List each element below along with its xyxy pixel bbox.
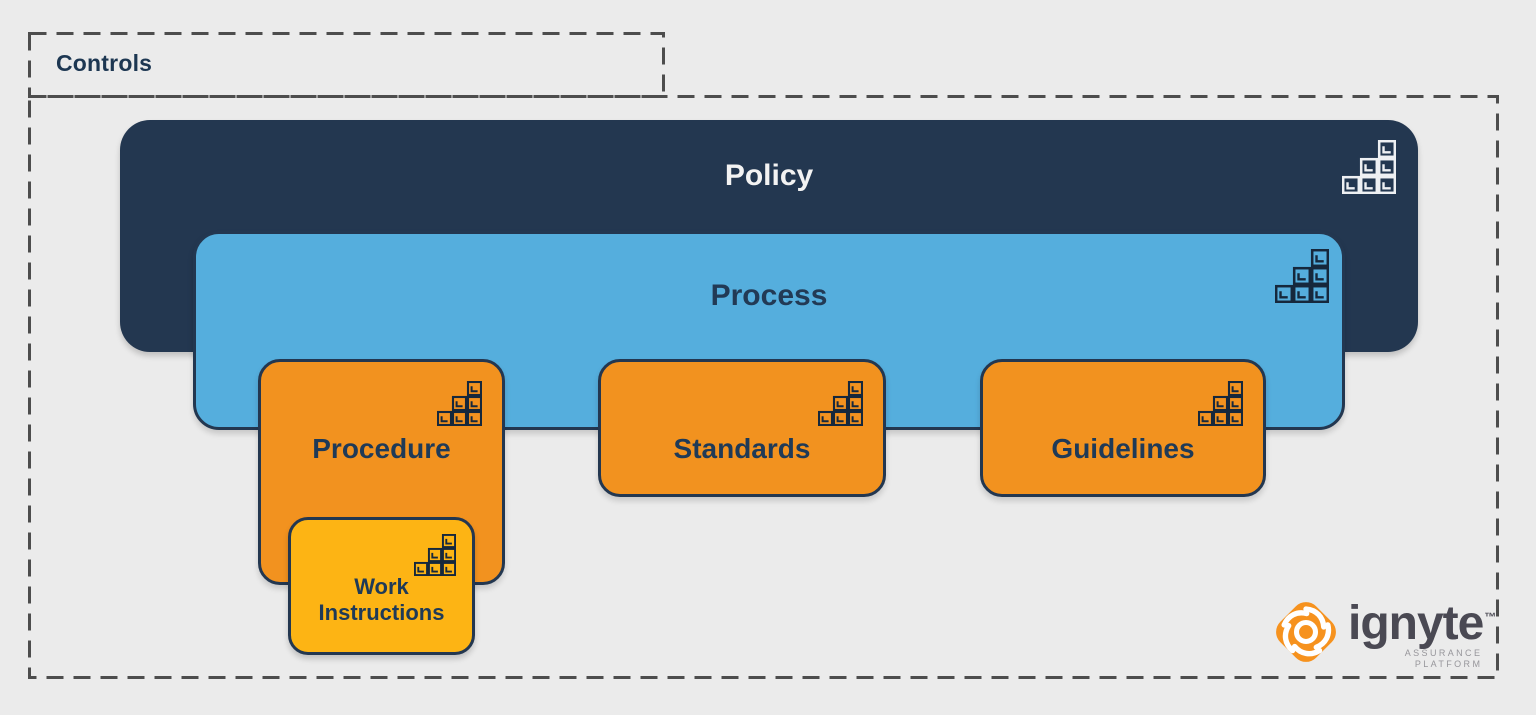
trademark-symbol: ™: [1484, 610, 1497, 624]
ignyte-pinwheel-icon: [1276, 602, 1336, 662]
stacked-blocks-icon: [437, 381, 482, 426]
process-label: Process: [710, 279, 828, 312]
stacked-blocks-icon: [1275, 249, 1329, 303]
ignyte-wordmark-group: ignyte™ ASSURANCE PLATFORM: [1348, 594, 1496, 670]
policy-label: Policy: [724, 159, 814, 192]
ignyte-logo: ignyte™ ASSURANCE PLATFORM: [1268, 594, 1496, 670]
stacked-blocks-icon: [414, 534, 456, 576]
ignyte-wordmark: ignyte™: [1348, 597, 1497, 650]
work-instructions-box: Work Instructions: [288, 517, 475, 655]
stacked-blocks-icon: [1198, 381, 1243, 426]
ignyte-tagline: ASSURANCE PLATFORM: [1404, 648, 1483, 669]
stacked-blocks-icon: [818, 381, 863, 426]
standards-label: Standards: [673, 433, 811, 464]
guidelines-box: Guidelines: [980, 359, 1266, 497]
work-instructions-label: Work Instructions: [318, 574, 445, 625]
standards-box: Standards: [598, 359, 886, 497]
controls-group-label: Controls: [56, 50, 153, 76]
stacked-blocks-icon: [1342, 140, 1396, 194]
procedure-label: Procedure: [312, 433, 451, 464]
guidelines-label: Guidelines: [1051, 433, 1195, 464]
